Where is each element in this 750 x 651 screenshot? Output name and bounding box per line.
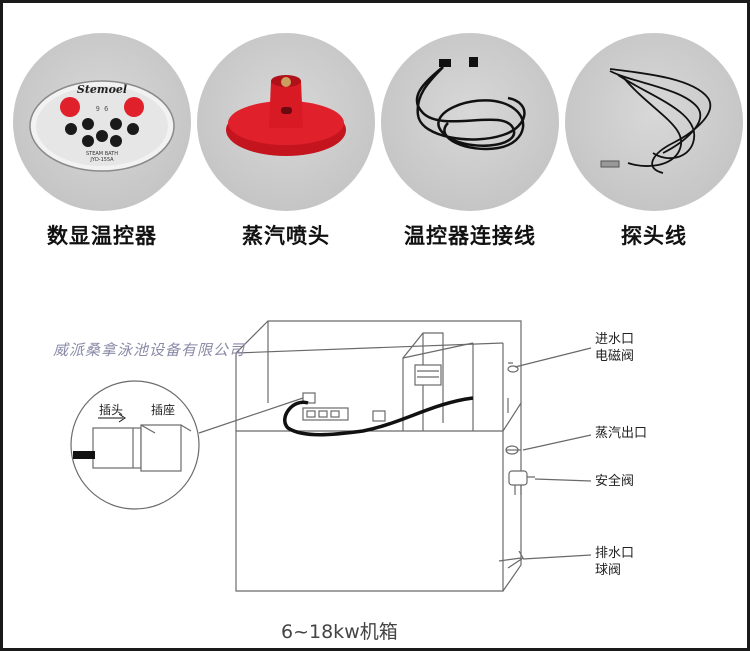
- callout-inlet: 进水口 电磁阀: [595, 331, 634, 365]
- callout-safety-valve: 安全阀: [595, 474, 635, 489]
- panel-model: JYD-155A: [89, 157, 114, 163]
- callout-drain: 排水口 球阀: [595, 545, 634, 579]
- caption-nozzle: 蒸汽喷头: [242, 224, 330, 248]
- watermark: 威派桑拿泳池设备有限公司: [53, 341, 246, 359]
- product-illustrations: Stemoel 9 6 STEAM BATH JYD-155A: [29, 57, 711, 174]
- panel-brand: Stemoel: [77, 83, 127, 96]
- callout-drain-line1: 排水口: [595, 546, 635, 561]
- zoom-label-plug: 插头: [99, 403, 124, 417]
- caption-cable: 温控器连接线: [404, 224, 536, 248]
- callout-steam-outlet: 蒸汽出口: [595, 426, 648, 441]
- callout-drain-line2: 球阀: [595, 563, 622, 578]
- probe-cable-image: [600, 68, 711, 174]
- callout-inlet-line2: 电磁阀: [595, 349, 635, 364]
- controller-panel-image: Stemoel 9 6 STEAM BATH JYD-155A: [29, 80, 175, 172]
- panel-text: STEAM BATH: [86, 151, 118, 157]
- panel-display: 9 6: [96, 105, 109, 113]
- callout-inlet-line1: 进水口: [595, 332, 635, 347]
- machine-caption: 6~18kw机箱: [281, 621, 398, 643]
- zoom-label-socket: 插座: [151, 403, 176, 417]
- caption-probe: 探头线: [621, 224, 687, 248]
- steam-nozzle-image: [226, 75, 346, 156]
- controller-cable-image: [415, 57, 526, 151]
- caption-controller: 数显温控器: [47, 224, 157, 248]
- machine-box-drawing: [70, 320, 592, 592]
- product-circle-probe: [565, 33, 743, 211]
